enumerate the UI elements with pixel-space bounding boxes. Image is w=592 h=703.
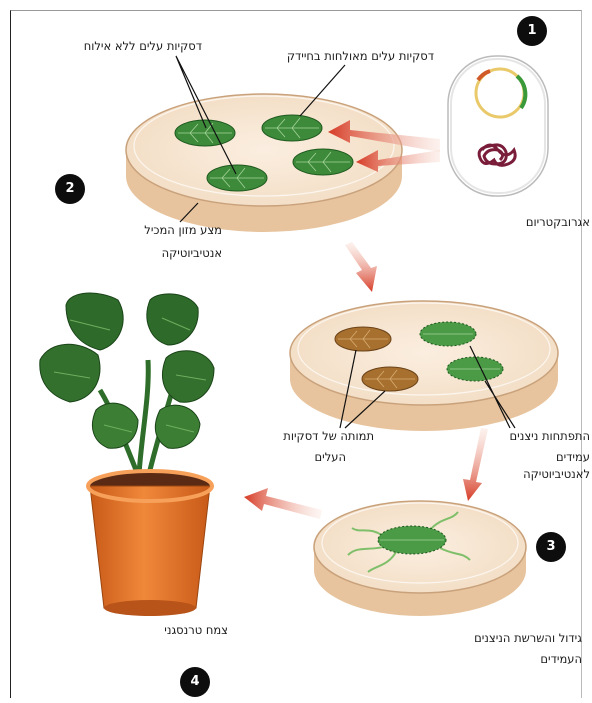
label-agrobacterium: אגרובקטריום: [526, 214, 590, 231]
transgenic-plant-illustration: [40, 293, 214, 616]
arrow-to-plant: [244, 488, 322, 519]
leaf-disc-infected-1: [262, 115, 322, 141]
resistant-callus-2: [447, 357, 503, 381]
leaf-disc-infected-2: [293, 149, 353, 175]
label-dead-discs-line2: העלים: [254, 449, 374, 466]
label-resistant-calli: התפתחות ניצנים עמידים לאנטיביוטיקה: [494, 428, 590, 483]
dead-leaf-disc-2: [362, 367, 418, 391]
label-transgenic-plant: צמח טרנסגני: [164, 622, 228, 639]
step-badge-4: 4: [180, 667, 210, 697]
label-dead-discs: תמותה של דסקיות העלים: [254, 428, 374, 466]
label-rooting: גידול והשרשת הניצנים העמידים: [442, 630, 582, 668]
step-badge-3: 3: [536, 532, 566, 562]
label-rooting-line2: העמידים: [442, 651, 582, 668]
label-medium-line2: אנטיביוטיקה: [112, 245, 222, 262]
leaf-disc-clean-2: [207, 165, 267, 191]
leaf-disc-clean-1: [175, 120, 235, 146]
step-badge-1: 1: [517, 16, 547, 46]
resistant-callus-1: [420, 322, 476, 346]
petri-dish-2: [290, 301, 558, 431]
dead-leaf-disc-1: [335, 327, 391, 351]
label-calli-line2: עמידים לאנטיביוטיקה: [494, 449, 590, 483]
step-badge-2: 2: [55, 174, 85, 204]
label-medium-line1: מצע מזון המכיל: [112, 222, 222, 239]
arrow-to-rooting: [463, 428, 488, 501]
arrow-to-selection: [345, 242, 377, 292]
label-calli-line1: התפתחות ניצנים: [494, 428, 590, 445]
label-untransformed-discs: דסקיות עלים ללא אילוח: [84, 38, 202, 55]
label-infected-discs: דסקיות עלים מאולחות בחיידק: [287, 48, 434, 65]
label-rooting-line1: גידול והשרשת הניצנים: [442, 630, 582, 647]
label-dead-discs-line1: תמותה של דסקיות: [254, 428, 374, 445]
petri-dish-3: [314, 501, 526, 616]
agrobacterium-cell: [448, 56, 548, 196]
label-medium: מצע מזון המכיל אנטיביוטיקה: [112, 222, 222, 262]
